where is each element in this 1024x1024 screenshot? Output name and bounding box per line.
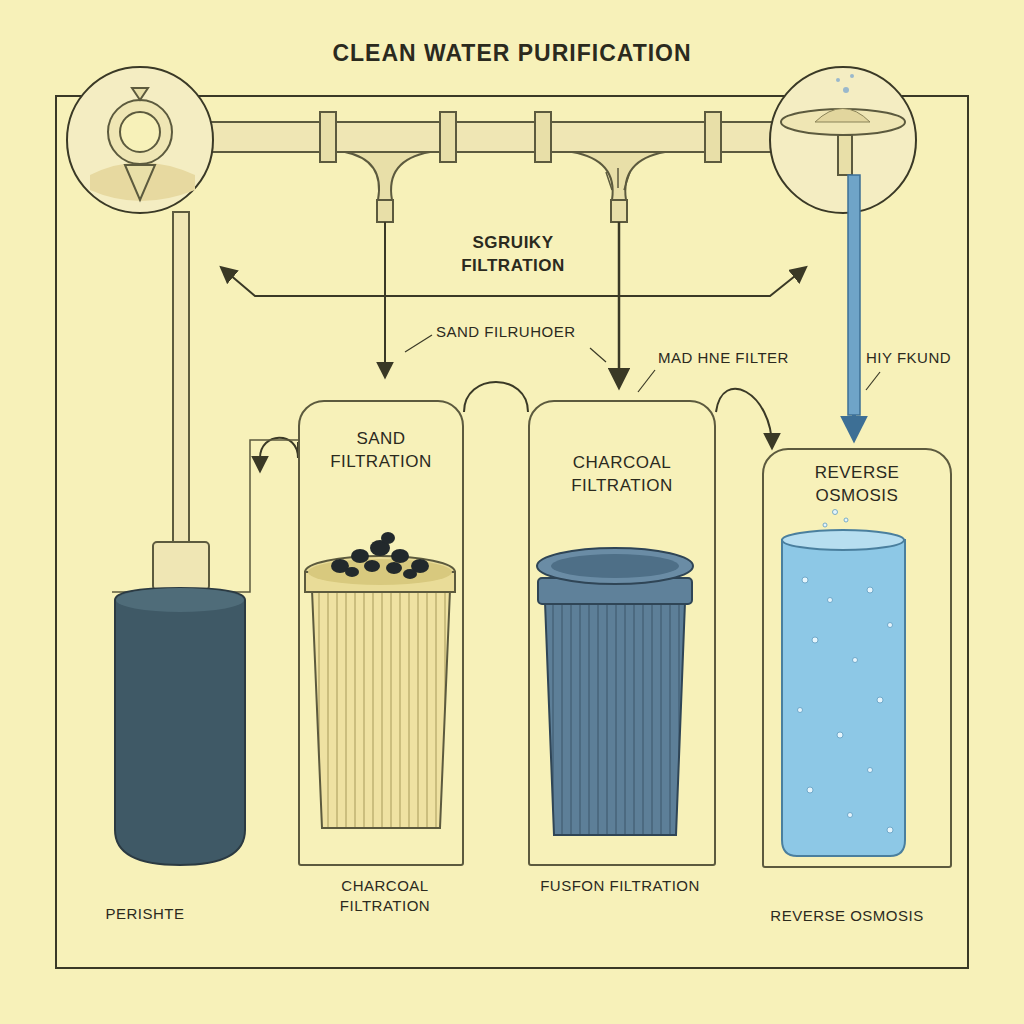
text-label: FUSFON FILTRATION (540, 876, 700, 896)
text-label: MAD HNE FILTER (658, 348, 818, 368)
chamber-label: CHARCOAL FILTRATION (552, 452, 692, 498)
flow-connector (716, 389, 772, 447)
text-label: SGRUIKY FILTRATION (428, 232, 598, 278)
diagram-title: CLEAN WATER PURIFICATION (0, 38, 1024, 69)
text-label: CHARCOAL FILTRATION (305, 876, 465, 917)
text-label: HIY FKUND (866, 348, 966, 368)
chamber-label: REVERSE OSMOSIS (792, 462, 922, 508)
flow-connector (464, 382, 528, 412)
chamber-label: SAND FILTRATION (321, 428, 441, 474)
filter-chamber: CHARCOAL FILTRATION (528, 400, 716, 866)
text-label: PERISHTE (85, 904, 205, 924)
text-label: REVERSE OSMOSIS (742, 906, 952, 926)
filter-chamber: SAND FILTRATION (298, 400, 464, 866)
filter-chamber: REVERSE OSMOSIS (762, 448, 952, 868)
text-label: SAND FILRUHOER (436, 322, 611, 342)
